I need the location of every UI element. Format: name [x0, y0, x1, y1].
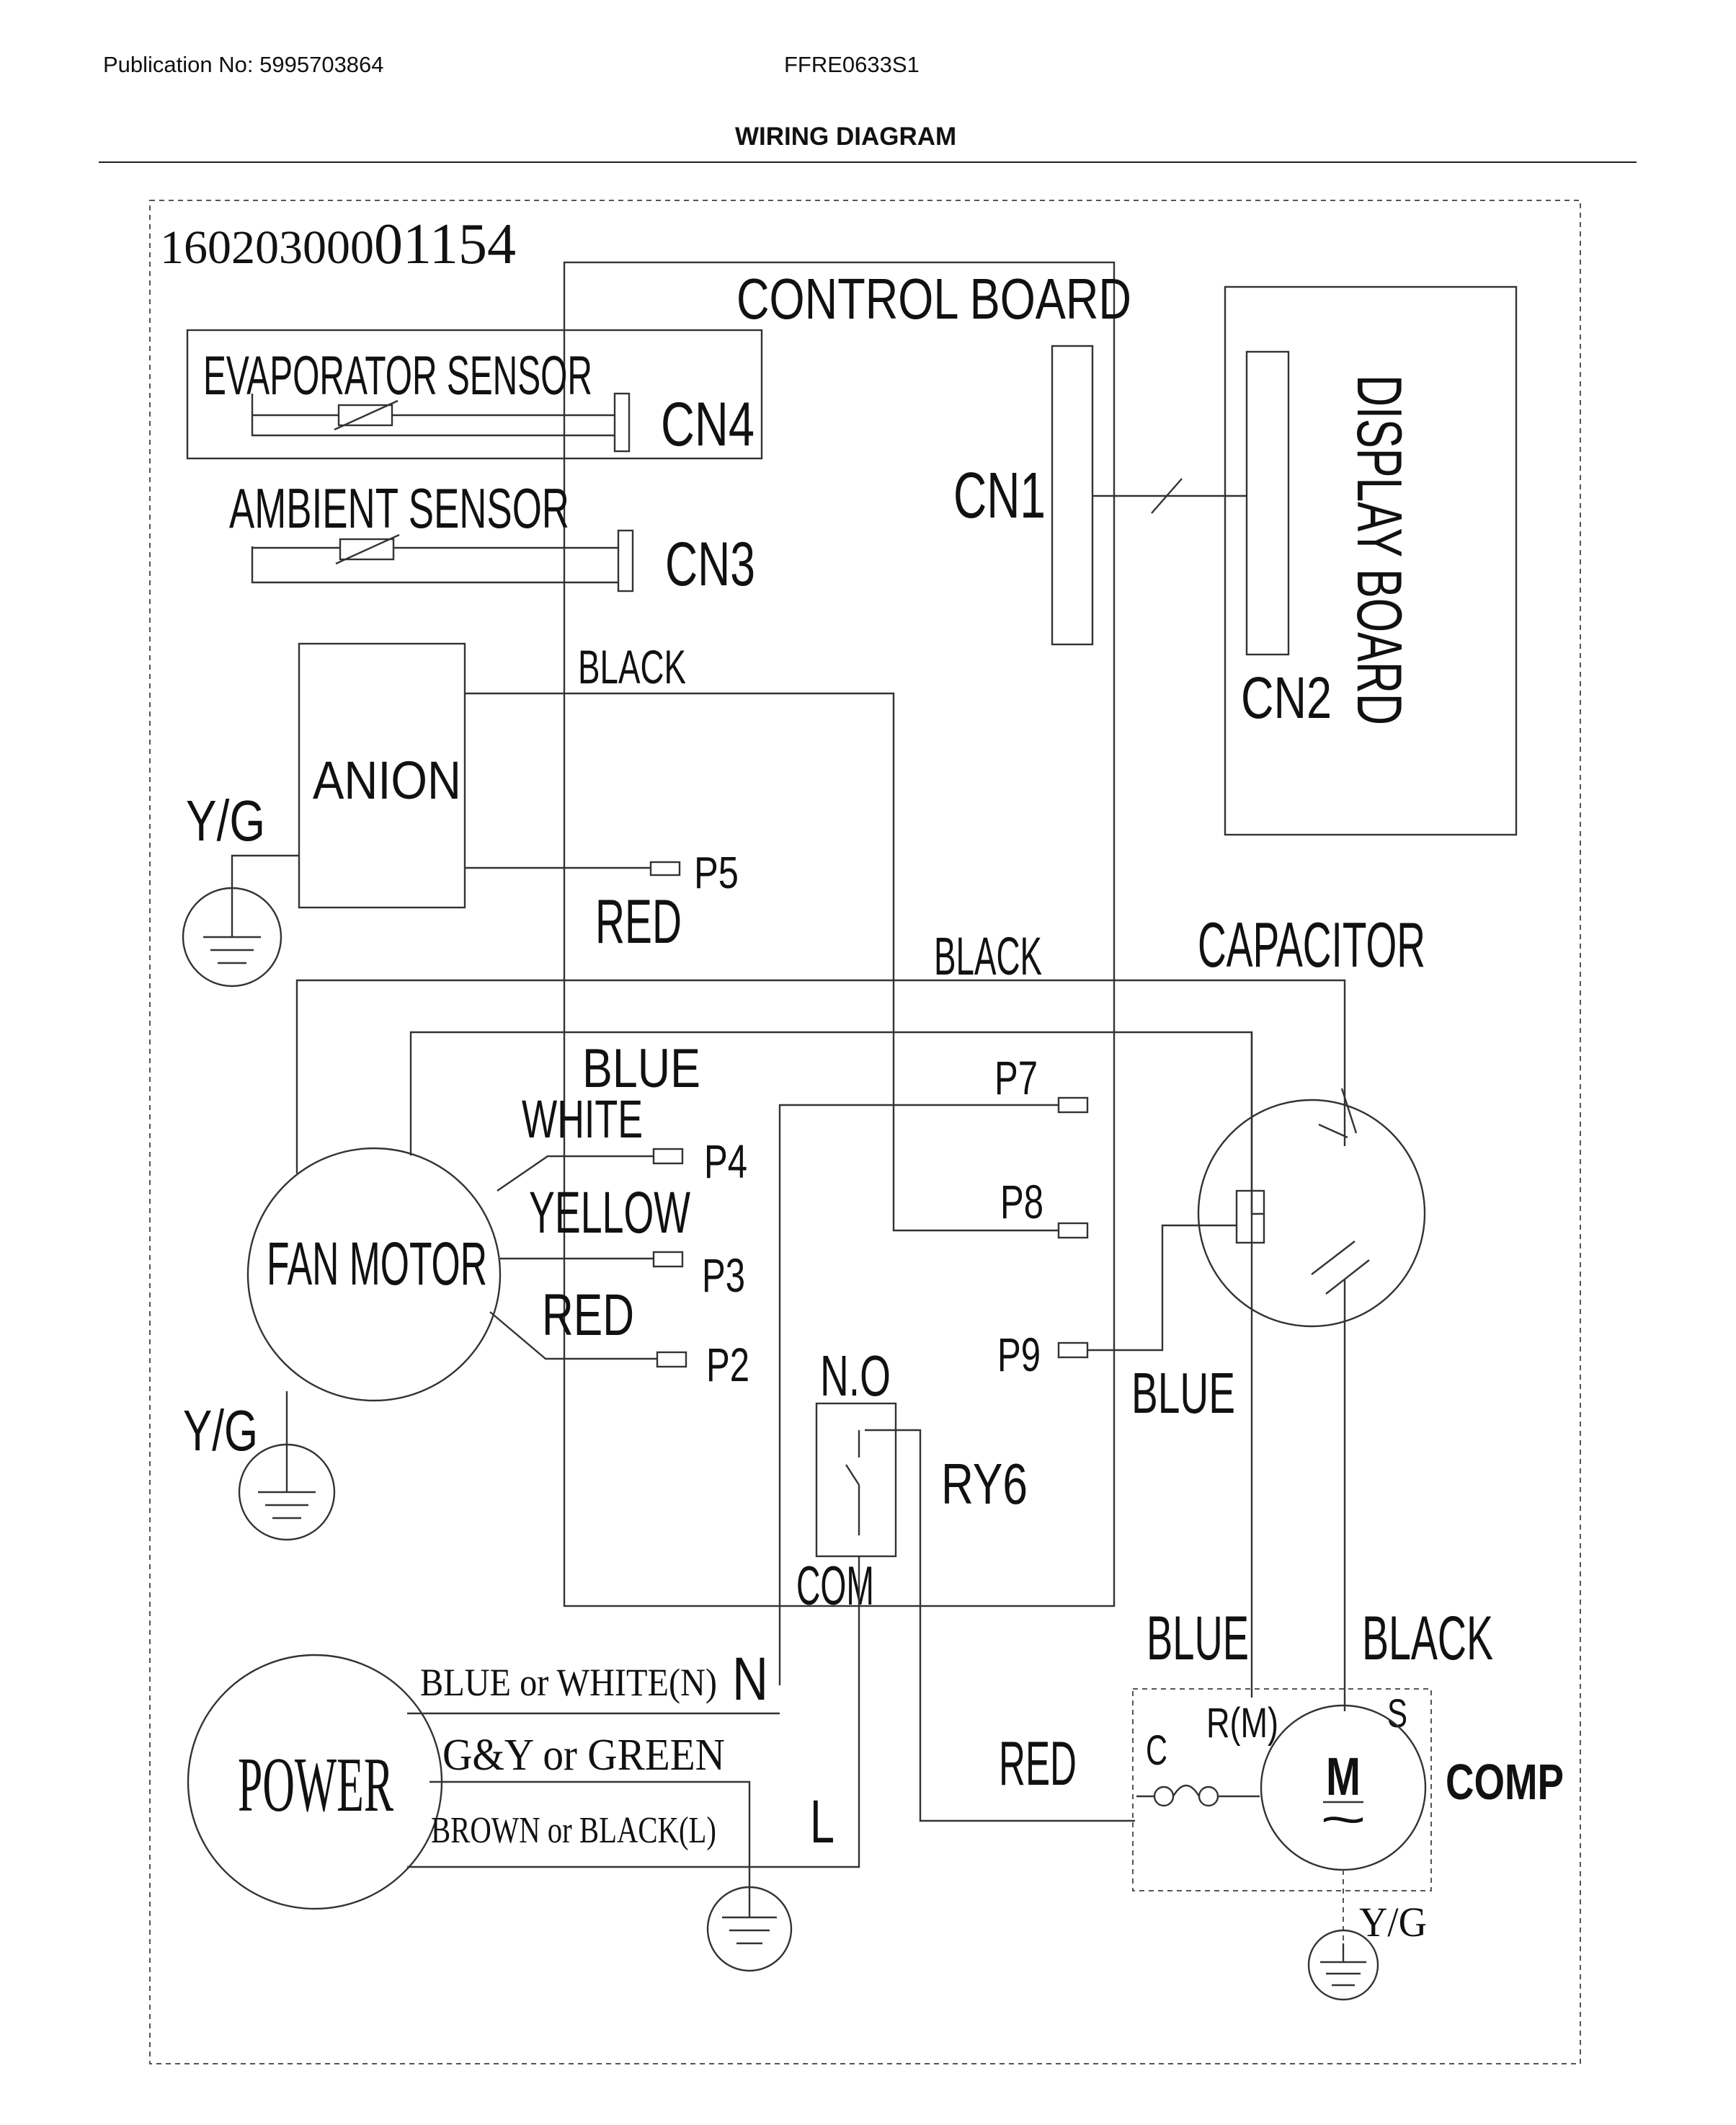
p9-blue-wire [1087, 1224, 1237, 1352]
display-board-label: DISPLAY BOARD [1344, 375, 1415, 725]
diagram-frame [149, 200, 1581, 2064]
compressor-dashed-box [1132, 1688, 1432, 1891]
capacitor-herm-contact [1311, 1241, 1370, 1295]
p4-terminal [652, 1148, 684, 1165]
relay-com-label: COM [796, 1556, 874, 1617]
cn1-label: CN1 [953, 460, 1046, 532]
comp-yg-label: Y/G [1359, 1899, 1427, 1946]
ground-icon [238, 1443, 336, 1541]
p9-terminal [1057, 1341, 1089, 1359]
relay-contact [845, 1429, 1135, 1822]
p4-label: P4 [704, 1135, 747, 1188]
evaporator-sensor-wire [251, 394, 620, 437]
part-code: 16020300001154 [160, 213, 516, 276]
comp-red-wire-label: RED [999, 1729, 1077, 1798]
anion-red-wire-label: RED [595, 887, 682, 957]
comp-label: COMP [1446, 1754, 1564, 1810]
fan-motor-label: FAN MOTOR [267, 1230, 487, 1297]
display-board-box [1224, 285, 1518, 836]
ambient-sensor-label: AMBIENT SENSOR [229, 476, 569, 540]
ambient-sensor-wire [251, 546, 618, 584]
comp-r-label: R(M) [1206, 1700, 1278, 1747]
ambient-sensor-thermistor-slash [335, 533, 400, 565]
capacitor-black-wire-label: BLACK [934, 926, 1042, 986]
p7-terminal [1057, 1096, 1089, 1114]
anion-ground-wire [231, 854, 299, 908]
fan-blue-wire-label: BLUE [582, 1038, 700, 1099]
power-l-label: L [810, 1788, 834, 1855]
anion-label: ANION [313, 750, 461, 810]
relay-ry6-label: RY6 [941, 1452, 1028, 1516]
p2-terminal [656, 1351, 687, 1368]
anion-yg-label: Y/G [186, 789, 265, 853]
p3-label: P3 [702, 1248, 745, 1302]
p9-blue-wire-label: BLUE [1131, 1361, 1235, 1425]
p7-wire [778, 1104, 1059, 1685]
anion-box [298, 642, 466, 909]
fan-motor-yg-label: Y/G [183, 1398, 258, 1463]
control-board-label: CONTROL BOARD [736, 267, 1131, 331]
compressor-motor-m-label: M [1326, 1747, 1361, 1806]
power-label: POWER [238, 1742, 393, 1828]
comp-black-wire-label: BLACK [1362, 1604, 1493, 1673]
power-n-label: N [732, 1645, 768, 1713]
ribbon-cable-slash [1151, 478, 1183, 514]
cn2-label: CN2 [1241, 665, 1332, 731]
ground-icon [706, 1886, 793, 1972]
comp-blue-wire-label: BLUE [1147, 1604, 1249, 1673]
evaporator-sensor-label: EVAPORATOR SENSOR [203, 345, 592, 407]
compressor-motor-ac-symbol: ~ [1320, 1791, 1366, 1847]
anion-black-wire-label: BLACK [578, 640, 686, 693]
fan-black-wire [295, 979, 1346, 1174]
power-ground-wire-label: G&Y or GREEN [442, 1731, 725, 1780]
header-rule [99, 161, 1637, 163]
p8-label: P8 [1000, 1175, 1043, 1228]
p2-label: P2 [706, 1338, 749, 1391]
capacitor-symbol [1197, 1099, 1426, 1328]
p9-label: P9 [997, 1328, 1041, 1381]
relay-com-wire [407, 1556, 860, 1868]
capacitor-common-terminal [1235, 1189, 1265, 1244]
yellow-wire-label: YELLOW [529, 1180, 690, 1246]
p7-label: P7 [994, 1051, 1038, 1104]
ground-icon [182, 887, 282, 988]
power-ground-wire [429, 1780, 751, 1889]
fan-red-wire [489, 1311, 657, 1360]
relay-no-label: N.O [820, 1344, 891, 1408]
comp-c-label: C [1146, 1727, 1167, 1774]
power-l-wire-label: BROWN or BLACK(L) [431, 1810, 716, 1851]
cn1-connector [1051, 345, 1094, 646]
cn3-connector [617, 529, 634, 593]
publication-number: Publication No: 5995703864 [103, 52, 384, 77]
overload-arc [1172, 1784, 1201, 1797]
cn4-connector [613, 392, 631, 453]
cn2-connector [1245, 350, 1290, 656]
capacitor-label: CAPACITOR [1198, 909, 1425, 980]
control-board-outline [563, 261, 1116, 1607]
p5-label: P5 [694, 848, 739, 898]
evaporator-sensor-box [186, 329, 763, 460]
fan-motor-symbol [246, 1147, 502, 1402]
model-number: FFRE0633S1 [784, 52, 920, 77]
p5-terminal [649, 861, 681, 877]
fan-white-wire [497, 1155, 654, 1192]
cn4-label: CN4 [661, 390, 755, 459]
power-n-wire-label: BLUE or WHITE(N) [420, 1661, 717, 1704]
white-wire-label: WHITE [522, 1089, 643, 1149]
relay-ry6-box [815, 1402, 897, 1558]
fan-red-wire-label: RED [542, 1282, 634, 1348]
p8-terminal [1057, 1222, 1089, 1239]
anion-black-wire [465, 692, 1059, 1232]
comp-s-label: S [1387, 1690, 1407, 1736]
evaporator-sensor-thermistor-slash [334, 399, 399, 431]
capacitor-fan-contact [1318, 1088, 1358, 1139]
cn3-label: CN3 [665, 530, 755, 599]
overload-coil-left [1153, 1785, 1175, 1807]
ground-icon [1307, 1929, 1379, 2001]
p3-terminal [652, 1251, 684, 1268]
overload-coil-right [1198, 1785, 1219, 1807]
page-title: WIRING DIAGRAM [735, 123, 957, 151]
